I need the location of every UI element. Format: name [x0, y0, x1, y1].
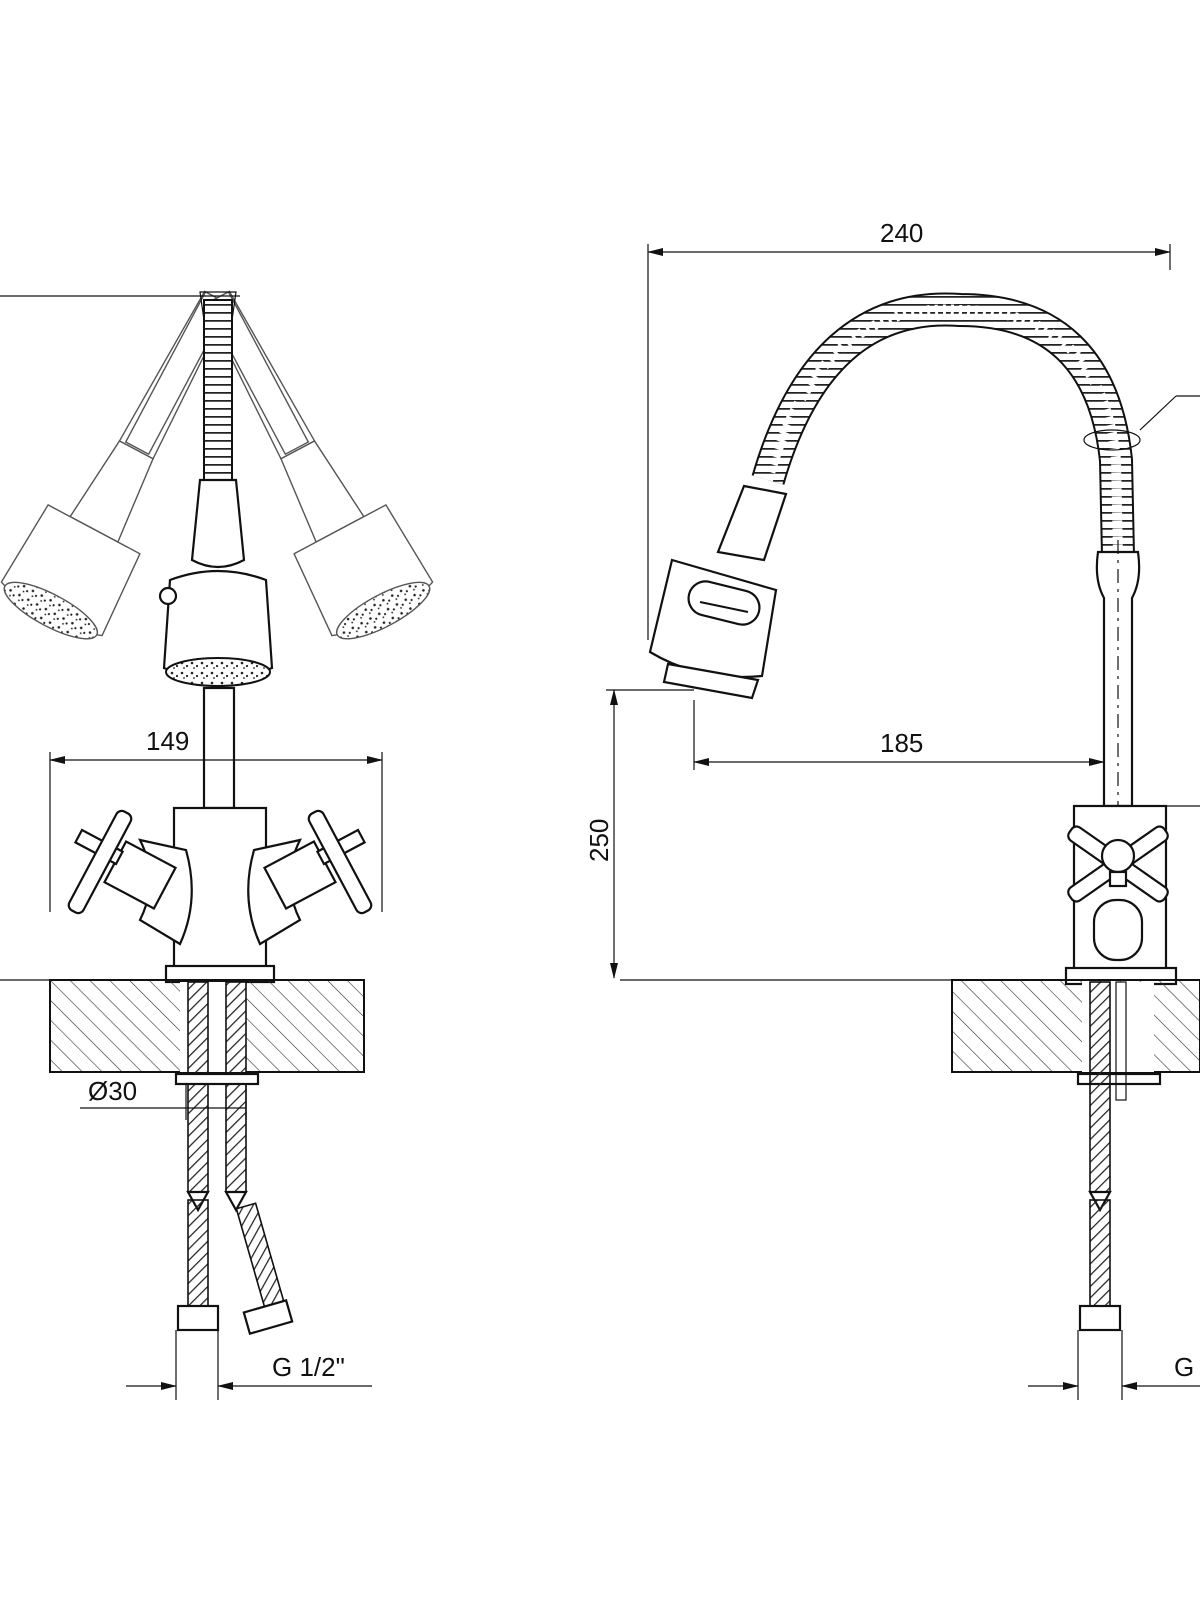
hose-sleeve: [190, 478, 246, 569]
dim-label-thread-right: G: [1174, 1352, 1194, 1382]
handle-right: [247, 809, 373, 946]
supply-hose-left: [187, 981, 209, 1193]
dim-label-240: 240: [880, 218, 923, 248]
side-supply-hose: [1089, 981, 1111, 1193]
side-nut: [1078, 1304, 1122, 1332]
flexible-hose: [203, 299, 233, 481]
nut-left: [176, 1304, 220, 1332]
handle-boss: [1092, 898, 1144, 962]
spray-face: [165, 657, 271, 687]
cross-handle: [1067, 825, 1169, 903]
spray-button: [158, 586, 178, 606]
dim-label-250: 250: [584, 819, 614, 862]
dim-label-185: 185: [880, 728, 923, 758]
spout-pipe: [202, 686, 236, 810]
swivel-indicator: [1083, 429, 1141, 451]
front-view: 149 Ø30: [0, 290, 434, 1400]
nut-right: [242, 1299, 294, 1335]
dim-label-diameter: Ø30: [88, 1076, 137, 1106]
handle-left: [67, 809, 193, 946]
swivel-ghost-left: [0, 290, 231, 640]
side-view: 240 185 250: [584, 218, 1200, 1400]
dim-label-thread-left: G 1/2": [272, 1352, 345, 1382]
supply-hose-right: [225, 981, 247, 1193]
side-hose-sleeve: [716, 484, 788, 562]
mounting-stud: [1115, 981, 1127, 1101]
countertop-right: [951, 979, 1200, 1073]
dim-label-149: 149: [146, 726, 189, 756]
mode-switch: [687, 580, 761, 626]
